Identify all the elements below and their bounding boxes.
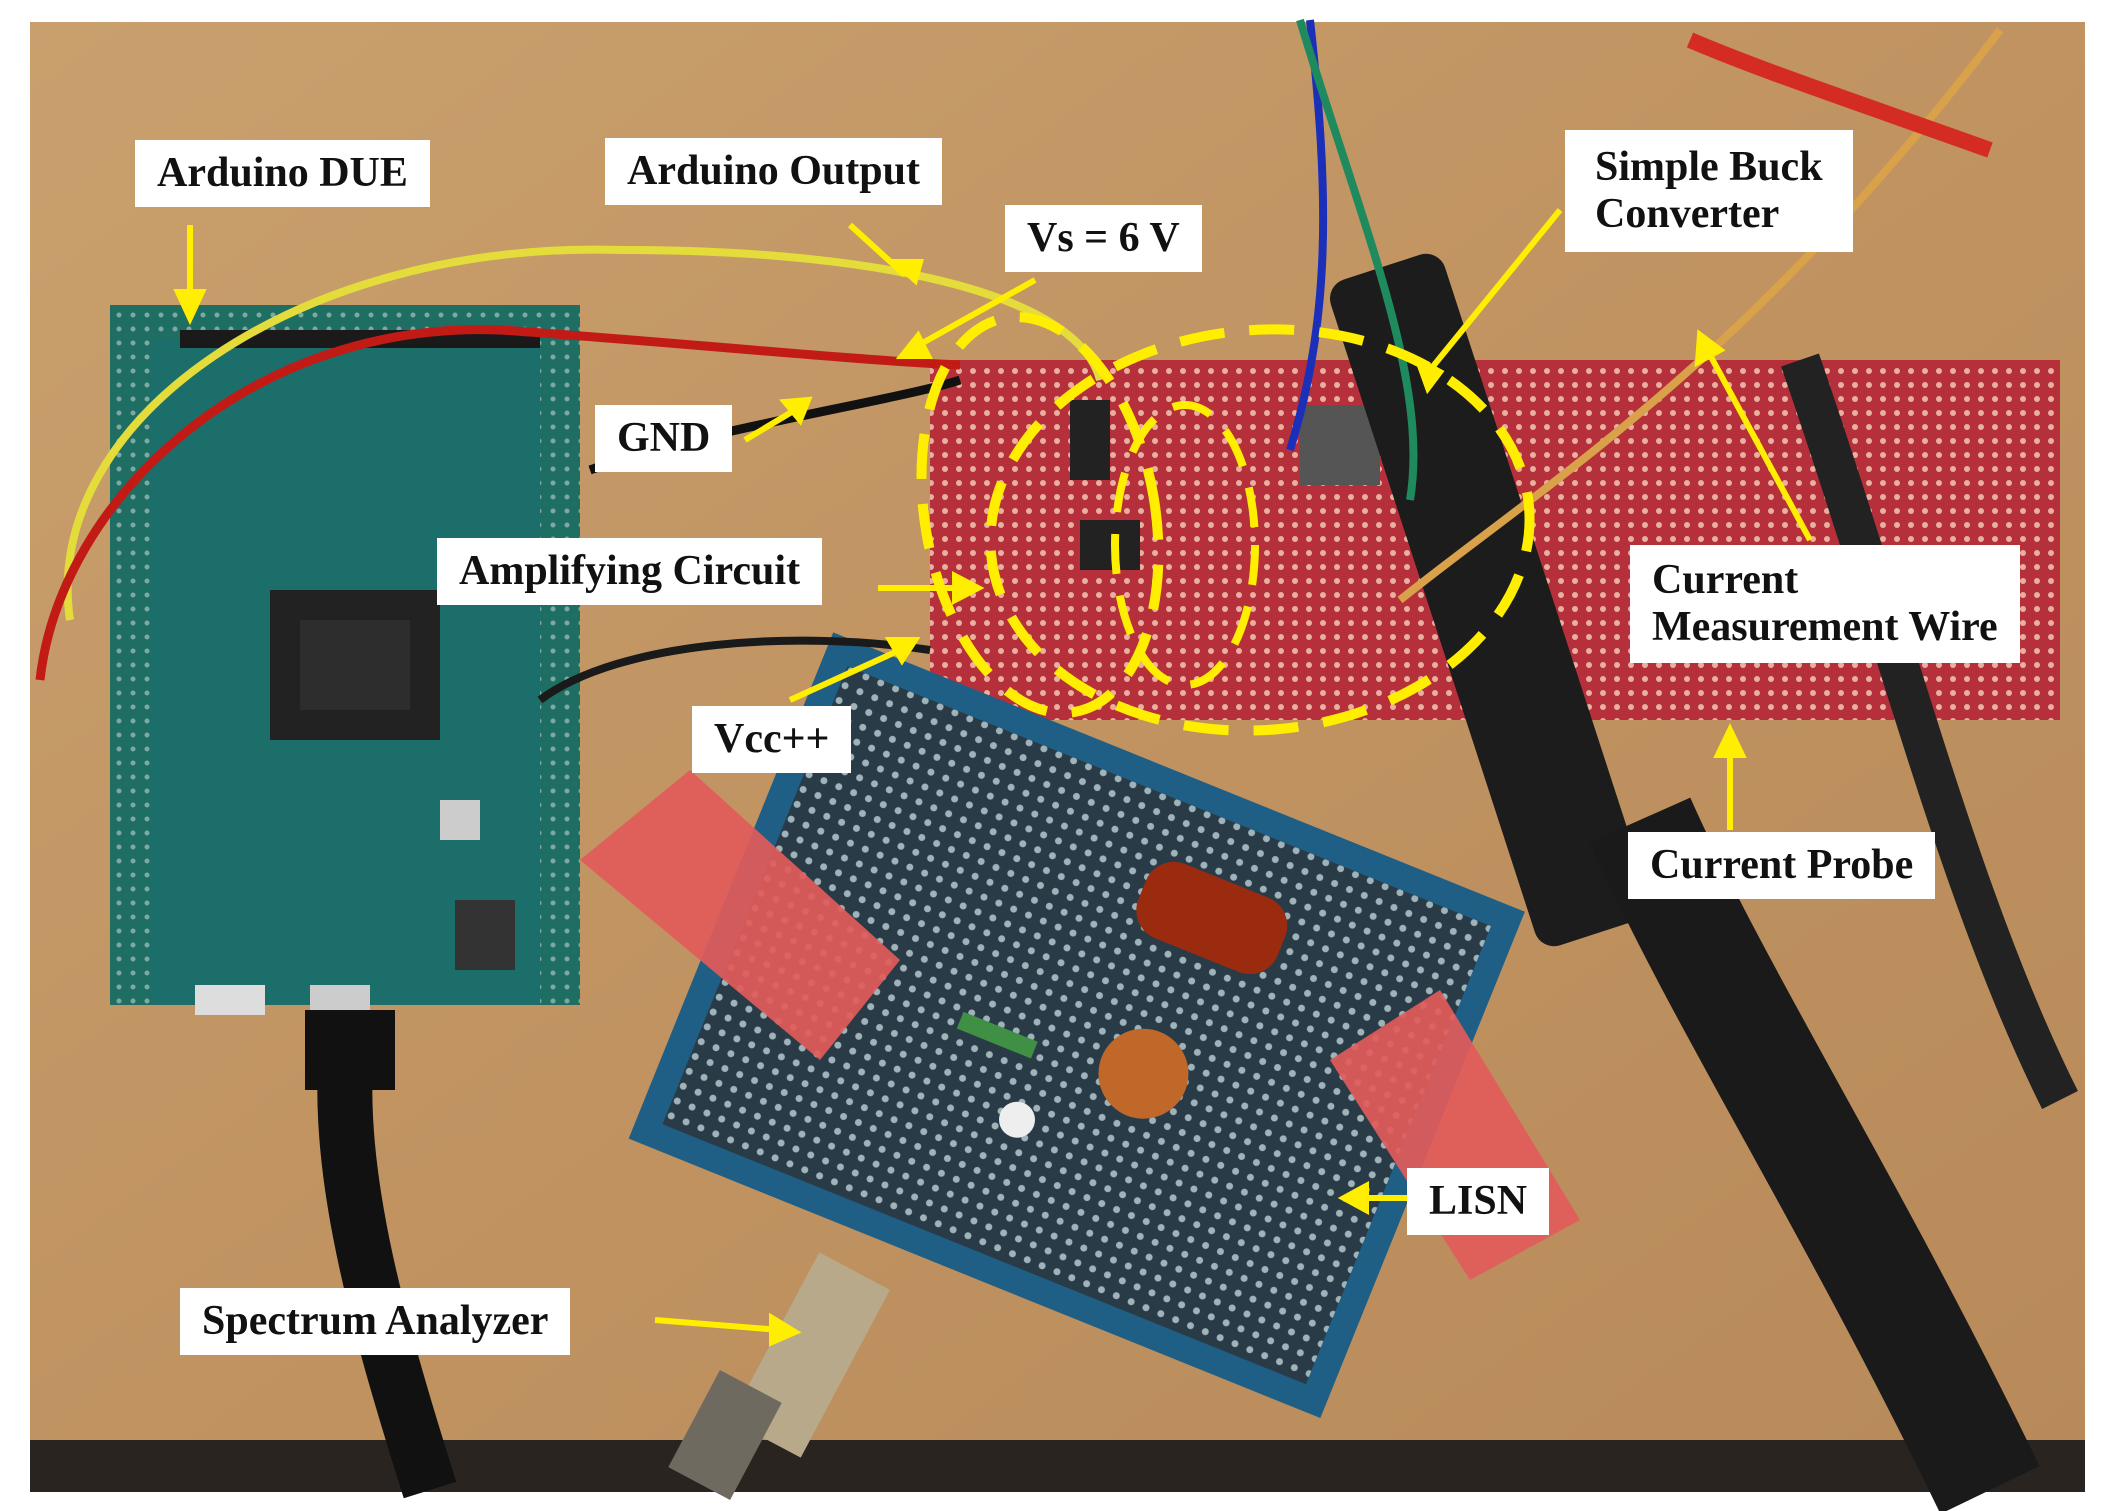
label-current-measurement-line2: Measurement Wire [1652, 604, 1998, 651]
arrow-simple-buck [1427, 208, 1563, 372]
label-vs: Vs = 6 V [1005, 205, 1202, 273]
label-simple-buck: Simple Buck Converter [1565, 130, 1853, 253]
label-simple-buck-line2: Converter [1595, 191, 1780, 238]
label-simple-buck-line1: Simple Buck [1595, 144, 1823, 190]
label-arduino-due: Arduino DUE [135, 140, 430, 208]
arrow-current-measurement [1707, 353, 1813, 542]
red-clip-wire [1686, 32, 1993, 158]
arrow-vs [908, 277, 1037, 353]
green-wire [1296, 18, 1418, 501]
arrow-vcc [788, 647, 902, 703]
buck-highlight [985, 324, 1535, 736]
label-arduino-output: Arduino Output [605, 138, 942, 206]
orange-wire [1397, 27, 2004, 604]
annotation-arrows [173, 208, 1813, 1347]
arrow-gnd [743, 407, 797, 443]
label-vcc: Vcc++ [692, 706, 852, 774]
black-wire-vcc [537, 636, 931, 704]
arrow-spectrum [654, 1317, 781, 1333]
red-wire [35, 325, 961, 681]
yellow-wire [63, 245, 1104, 621]
sma-connector [668, 1252, 890, 1500]
label-gnd: GND [595, 405, 733, 473]
table-edge [30, 1440, 2085, 1492]
label-spectrum-analyzer: Spectrum Analyzer [180, 1288, 571, 1356]
tape-left [580, 770, 900, 1060]
amplifier-highlight [916, 312, 1164, 718]
label-lisn: LISN [1407, 1168, 1550, 1236]
label-amplifying-circuit: Amplifying Circuit [437, 538, 823, 606]
blue-wire [1286, 19, 1328, 452]
label-current-probe: Current Probe [1628, 832, 1936, 900]
label-current-measurement: Current Measurement Wire [1630, 545, 2020, 664]
inner-highlight [1111, 401, 1259, 689]
label-current-measurement-line1: Current [1652, 557, 1799, 603]
arduino-board [110, 305, 580, 1015]
